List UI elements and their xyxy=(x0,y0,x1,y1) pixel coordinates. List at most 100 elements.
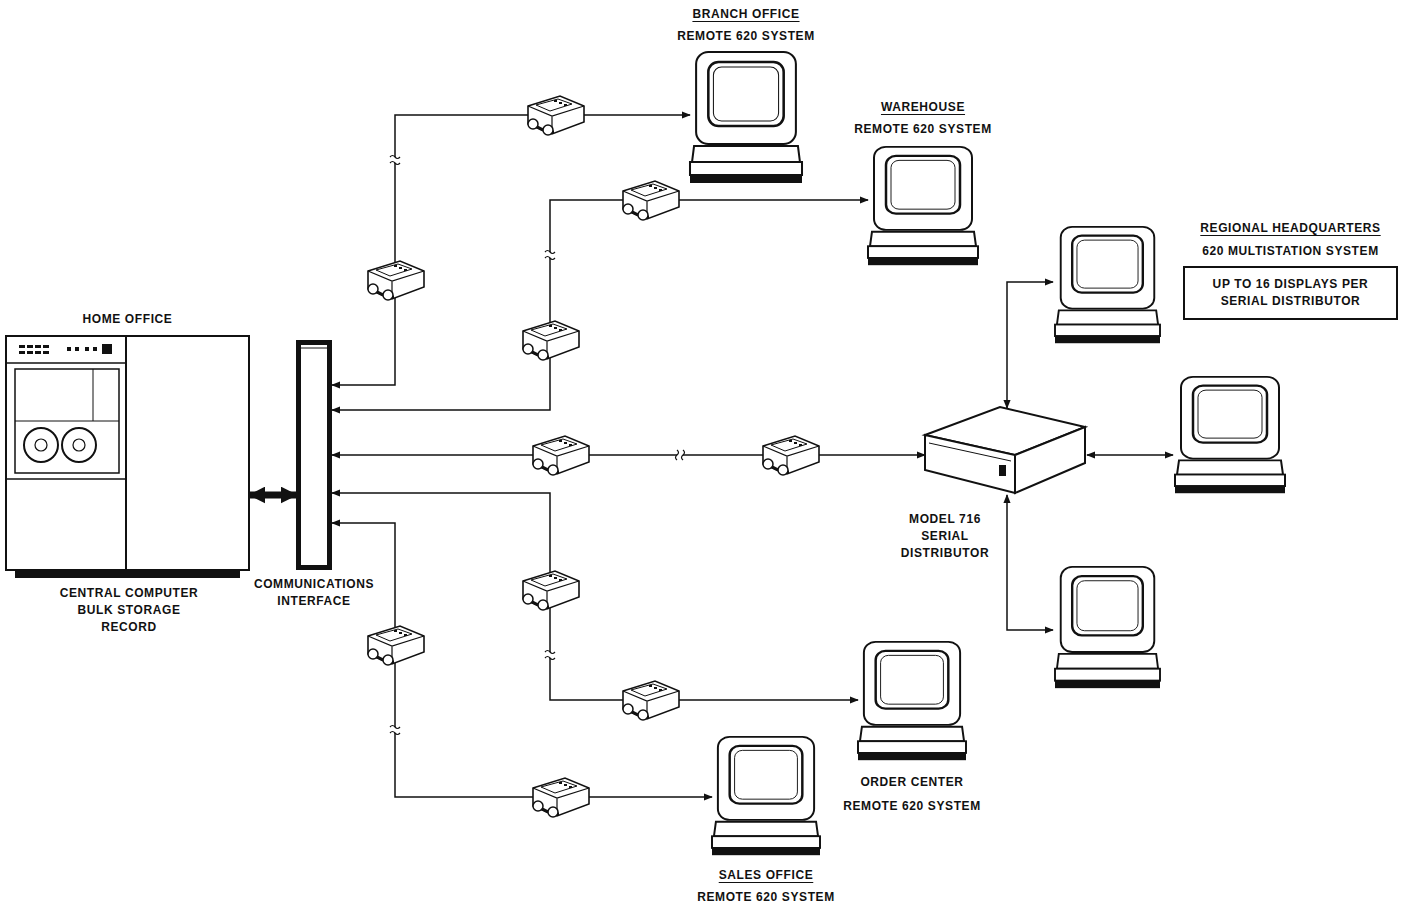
remote-terminal: SALES OFFICEREMOTE 620 SYSTEM xyxy=(712,735,820,857)
drawing-part xyxy=(925,435,1015,493)
remote-terminal: ORDER CENTERREMOTE 620 SYSTEM xyxy=(858,640,966,762)
drawing-part xyxy=(778,465,788,475)
drawing-part xyxy=(559,440,562,442)
drawing-part xyxy=(399,267,402,269)
drawing-part xyxy=(6,362,126,364)
drawing-part xyxy=(714,822,818,836)
node-label: REMOTE 620 SYSTEM xyxy=(833,121,1013,138)
drawing-part xyxy=(370,287,394,297)
drawing-part xyxy=(1077,581,1138,631)
drawing-part xyxy=(858,642,966,760)
drawing-part xyxy=(713,67,778,121)
drawing-part xyxy=(1055,335,1160,343)
drawing-part xyxy=(763,446,819,474)
drawing-part xyxy=(43,345,49,348)
terminal-drawing xyxy=(858,640,966,762)
drawing-part xyxy=(569,444,572,446)
drawing-part xyxy=(654,687,657,689)
drawing-part xyxy=(870,232,976,246)
drawing-part xyxy=(765,462,789,472)
drawing-part xyxy=(876,651,949,709)
regional-terminal xyxy=(1055,227,1160,343)
drawing-part xyxy=(1175,485,1285,493)
drawing-part xyxy=(1072,576,1143,635)
drawing-part xyxy=(881,655,944,704)
drawing-part xyxy=(868,147,978,265)
node-label: MODEL 716 SERIAL DISTRIBUTOR xyxy=(895,511,995,561)
drawing-part xyxy=(376,629,412,641)
modem xyxy=(528,96,584,135)
drawing-part xyxy=(404,269,407,271)
drawing-part xyxy=(548,807,558,817)
modem xyxy=(533,436,589,475)
drawing-part xyxy=(696,52,796,144)
drawing-part xyxy=(569,786,572,788)
drawing-part xyxy=(712,847,820,855)
drawing-part xyxy=(649,685,652,687)
drawing-part xyxy=(1175,475,1285,487)
drawing-part xyxy=(394,630,397,632)
drawing-part xyxy=(19,345,25,348)
node-label: REGIONAL HEADQUARTERS xyxy=(1183,220,1398,237)
drawing-part xyxy=(73,439,85,451)
drawing-part xyxy=(62,428,96,462)
drawing-part xyxy=(523,321,579,359)
drawing-part xyxy=(559,782,562,784)
drawing-part xyxy=(390,726,400,735)
drawing-part xyxy=(535,804,559,814)
drawing-part xyxy=(559,579,562,581)
drawing-part xyxy=(858,741,966,753)
modem xyxy=(623,181,679,220)
node-label: REMOTE 620 SYSTEM xyxy=(660,28,832,45)
drawing-part xyxy=(27,345,33,348)
drawing-part xyxy=(649,185,652,187)
line-break-mark xyxy=(545,251,555,260)
remote-terminal: WAREHOUSEREMOTE 620 SYSTEM xyxy=(868,145,978,267)
drawing-part xyxy=(864,642,960,725)
drawing-part xyxy=(925,407,1085,493)
node-label: REMOTE 620 SYSTEM xyxy=(676,889,856,906)
drawing-part xyxy=(638,210,648,220)
drawing-part xyxy=(523,581,579,609)
drawing-part xyxy=(623,191,679,219)
drawing-part xyxy=(67,347,71,351)
modem xyxy=(368,626,424,665)
modem xyxy=(523,321,579,360)
drawing-part xyxy=(564,784,567,786)
drawing-part xyxy=(523,594,533,604)
drawing-part xyxy=(528,119,538,129)
drawing-part xyxy=(564,442,567,444)
drawing-part xyxy=(799,444,802,446)
drawing-part xyxy=(554,577,557,579)
drawing-part xyxy=(623,181,679,219)
display-cable xyxy=(1007,282,1053,408)
drawing-part xyxy=(538,350,548,360)
drawing-part xyxy=(559,329,562,331)
drawing-part xyxy=(564,104,567,106)
node-label: ORDER CENTER xyxy=(822,774,1002,791)
drawing-part xyxy=(6,336,249,578)
drawing-part xyxy=(1198,390,1262,438)
drawing-part xyxy=(763,436,819,474)
display-cable xyxy=(1087,454,1173,456)
drawing-part xyxy=(368,649,378,659)
drawing-part xyxy=(543,125,553,135)
drawing-part xyxy=(35,345,41,348)
node-label: COMMUNICATIONS INTERFACE xyxy=(239,576,389,610)
drawing-part xyxy=(404,634,407,636)
communications-interface: COMMUNICATIONS INTERFACE xyxy=(296,340,332,570)
drawing-part xyxy=(370,652,394,662)
drawing-part xyxy=(625,207,649,217)
drawing-part xyxy=(536,99,572,111)
tower-drawing xyxy=(296,340,332,570)
node-label: REMOTE 620 SYSTEM xyxy=(822,798,1002,815)
drawing-part xyxy=(301,348,327,349)
drawing-part xyxy=(541,781,577,793)
drawing-part xyxy=(383,655,393,665)
cabinet-drawing xyxy=(5,335,250,578)
drawing-part xyxy=(533,788,589,816)
drawing-part xyxy=(538,600,548,610)
phone-line xyxy=(332,200,868,410)
drawing-part xyxy=(523,344,533,354)
node-label: HOME OFFICE xyxy=(5,311,250,328)
